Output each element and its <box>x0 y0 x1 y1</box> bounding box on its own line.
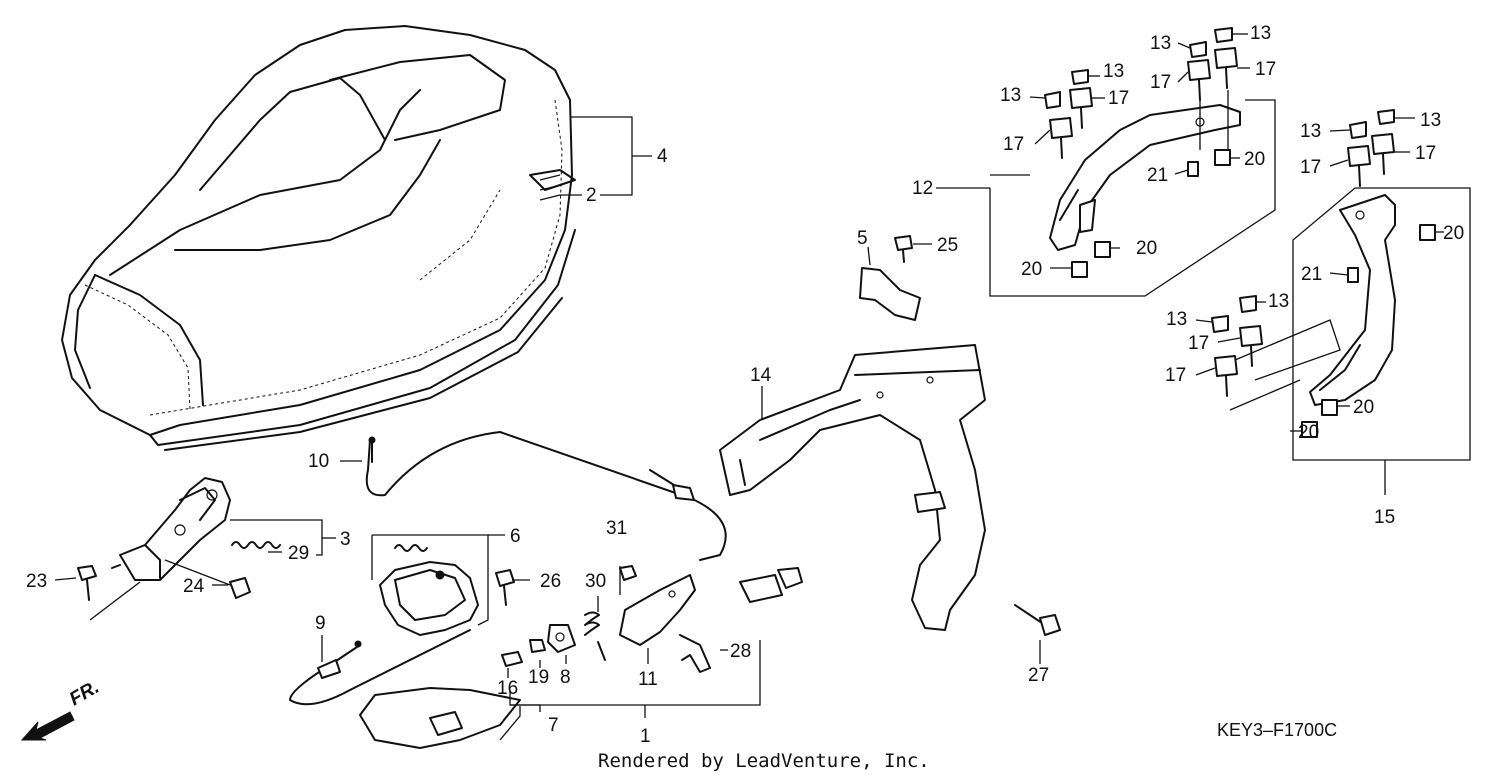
callout-24: 24 <box>183 576 205 597</box>
callout-13: 13 <box>1300 121 1322 142</box>
callout-21: 21 <box>1147 165 1169 186</box>
callout-20: 20 <box>1021 259 1043 280</box>
callout-20: 20 <box>1298 422 1320 443</box>
callout-1: 1 <box>640 726 651 747</box>
cable-10 <box>365 431 727 561</box>
callout-13: 13 <box>1103 61 1125 82</box>
seat-bracket <box>719 344 986 631</box>
render-credit: Rendered by LeadVenture, Inc. <box>598 750 930 772</box>
callout-3: 3 <box>340 529 351 550</box>
callout-17: 17 <box>1108 88 1130 109</box>
fasteners <box>1044 27 1436 438</box>
callout-13: 13 <box>1000 85 1022 106</box>
callout-17: 17 <box>1188 333 1210 354</box>
drawing-code: KEY3–F1700C <box>1217 720 1338 740</box>
grab-rail-right <box>1309 194 1396 406</box>
seat-assembly <box>61 25 576 451</box>
callout-14: 14 <box>750 365 772 386</box>
callout-7: 7 <box>548 715 559 736</box>
callout-4: 4 <box>657 146 668 167</box>
front-direction-arrow-icon <box>20 711 75 741</box>
callout-30: 30 <box>585 571 607 592</box>
callout-16: 16 <box>497 678 519 699</box>
callout-21: 21 <box>1301 264 1323 285</box>
bolt-23 <box>77 565 97 601</box>
callout-28: 28 <box>730 641 752 662</box>
callout-12: 12 <box>912 178 934 199</box>
callout-17: 17 <box>1300 157 1322 178</box>
seat-hinge <box>111 477 231 581</box>
callout-17: 17 <box>1003 134 1025 155</box>
callout-20: 20 <box>1244 149 1266 170</box>
callout-27: 27 <box>1028 665 1050 686</box>
callout-20: 20 <box>1353 397 1375 418</box>
callout-31: 31 <box>606 518 628 539</box>
callout-13: 13 <box>1420 110 1442 131</box>
callout-17: 17 <box>1150 72 1172 93</box>
callout-2: 2 <box>586 185 597 206</box>
callout-25: 25 <box>937 235 959 256</box>
bolt-26 <box>495 569 515 606</box>
seat-latch <box>379 544 479 636</box>
callout-13: 13 <box>1166 309 1188 330</box>
callout-13: 13 <box>1150 33 1172 54</box>
callout-8: 8 <box>560 667 571 688</box>
callout-10: 10 <box>308 451 330 472</box>
cable-9 <box>289 629 471 706</box>
callout-17: 17 <box>1165 365 1187 386</box>
callout-19: 19 <box>528 667 550 688</box>
callout-17: 17 <box>1255 59 1277 80</box>
callout-6: 6 <box>510 526 521 547</box>
lower-cover <box>359 687 521 749</box>
callout-13: 13 <box>1250 23 1272 44</box>
callout-23: 23 <box>26 571 48 592</box>
latch-plate <box>859 267 921 321</box>
callout-9: 9 <box>315 613 326 634</box>
callout-15: 15 <box>1374 507 1396 528</box>
grab-rail-left <box>1049 104 1241 251</box>
bolt-27 <box>1014 604 1061 636</box>
callout-20: 20 <box>1136 238 1158 259</box>
hinge-spring <box>231 541 281 549</box>
callout-20: 20 <box>1443 223 1465 244</box>
callout-13: 13 <box>1268 291 1290 312</box>
lock-parts <box>501 565 803 673</box>
callout-11: 11 <box>638 669 658 690</box>
callout-29: 29 <box>288 543 310 564</box>
callout-26: 26 <box>540 571 562 592</box>
callout-5: 5 <box>857 228 868 249</box>
nut-24 <box>229 577 251 599</box>
callout-17: 17 <box>1415 143 1437 164</box>
leader-lines <box>54 33 1471 741</box>
